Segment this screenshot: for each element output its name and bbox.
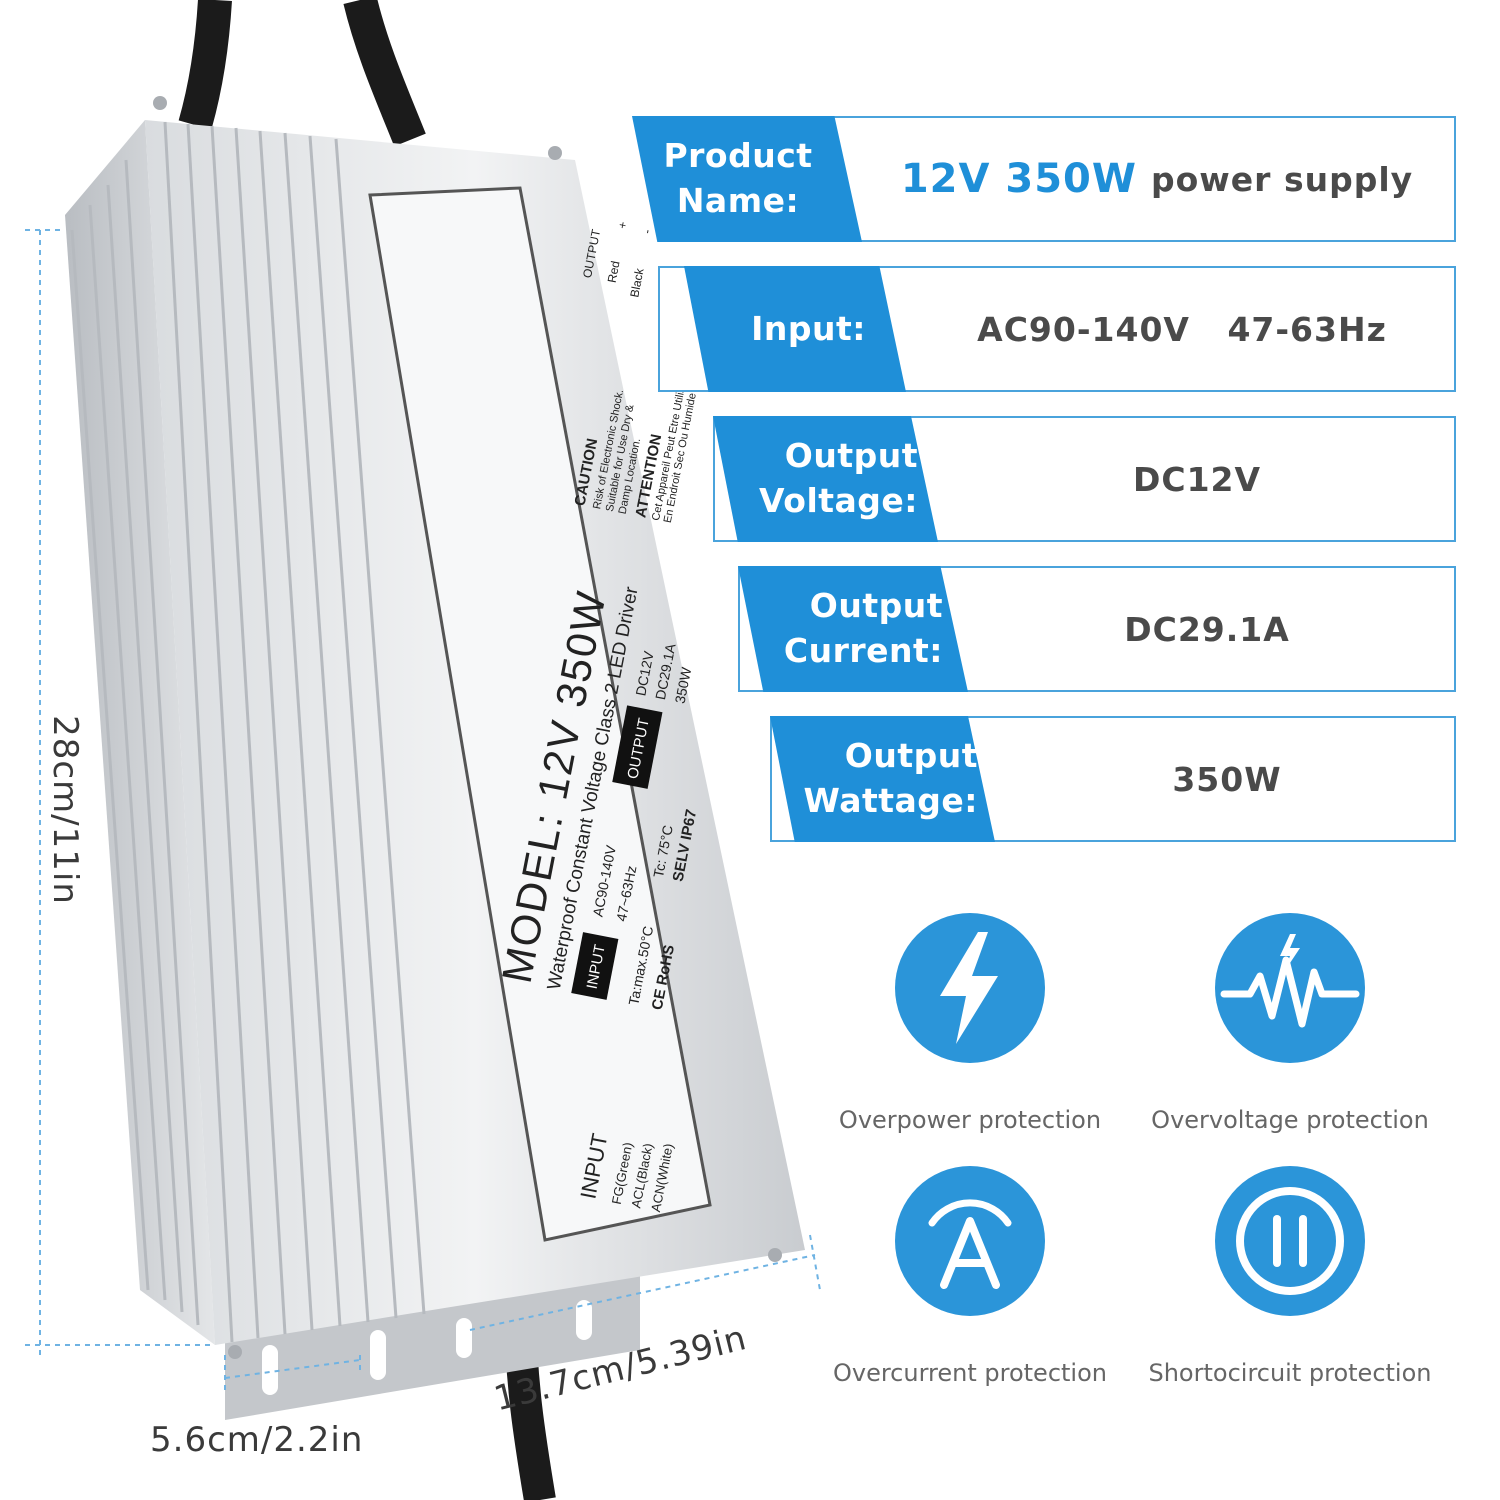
ampere-icon [895, 1166, 1045, 1316]
spec-row-input: Input: AC90-140V 47-63Hz [658, 266, 1500, 392]
spec-value-rest: power supply [1151, 159, 1414, 199]
spec-label-input: Input: [751, 308, 866, 348]
label-output-power: 350W [672, 665, 695, 705]
spec-label-output-wattage: Output Wattage: [803, 736, 978, 820]
dimension-length: 28cm/11in [44, 715, 85, 905]
spec-label-product-name: Product Name: [663, 136, 813, 220]
spec-value-product-name: 12V 350W power supply [858, 116, 1456, 242]
spec-row-output-wattage: Output Wattage: 350W [658, 716, 1500, 842]
spec-value-highlight: 12V 350W [900, 156, 1138, 202]
spec-value-output-voltage: DC12V [1132, 459, 1262, 499]
feature-overvoltage: Overvoltage protection [1130, 912, 1450, 1134]
feature-overcurrent: Overcurrent protection [810, 1165, 1130, 1387]
spec-value-output-current: DC29.1A [1124, 609, 1290, 649]
spec-row-output-current: Output Current: DC29.1A [658, 566, 1500, 692]
label-wire-minus: - [640, 228, 655, 235]
spec-row-output-voltage: Output Voltage: DC12V [658, 416, 1500, 542]
short-circuit-icon [1215, 1166, 1365, 1316]
label-wire-black: Black [627, 266, 647, 298]
feature-caption: Overpower protection [838, 1106, 1102, 1134]
feature-caption: Shortocircuit protection [1148, 1359, 1432, 1387]
feature-caption: Overvoltage protection [1151, 1106, 1429, 1134]
spec-value-input: AC90-140V 47-63Hz [977, 309, 1387, 349]
cable-top-right [343, 0, 426, 147]
lightning-bolt-icon [895, 913, 1045, 1063]
voltage-wave-icon [1215, 913, 1365, 1063]
spec-row-product-name: Product Name: 12V 350W power supply [632, 116, 1500, 242]
feature-overpower: Overpower protection [810, 912, 1130, 1134]
spec-label-output-voltage: Output Voltage: [759, 436, 918, 520]
feature-short-circuit: Shortocircuit protection [1130, 1165, 1450, 1387]
spec-value-output-wattage: 350W [1172, 759, 1282, 799]
cable-top-left [178, 0, 232, 130]
device-label [368, 186, 712, 1242]
label-wire-red: Red [605, 260, 623, 284]
spec-label-output-current: Output Current: [783, 586, 943, 670]
feature-caption: Overcurrent protection [832, 1359, 1107, 1387]
label-wire-plus: + [615, 220, 630, 230]
dimension-height: 5.6cm/2.2in [150, 1420, 364, 1460]
